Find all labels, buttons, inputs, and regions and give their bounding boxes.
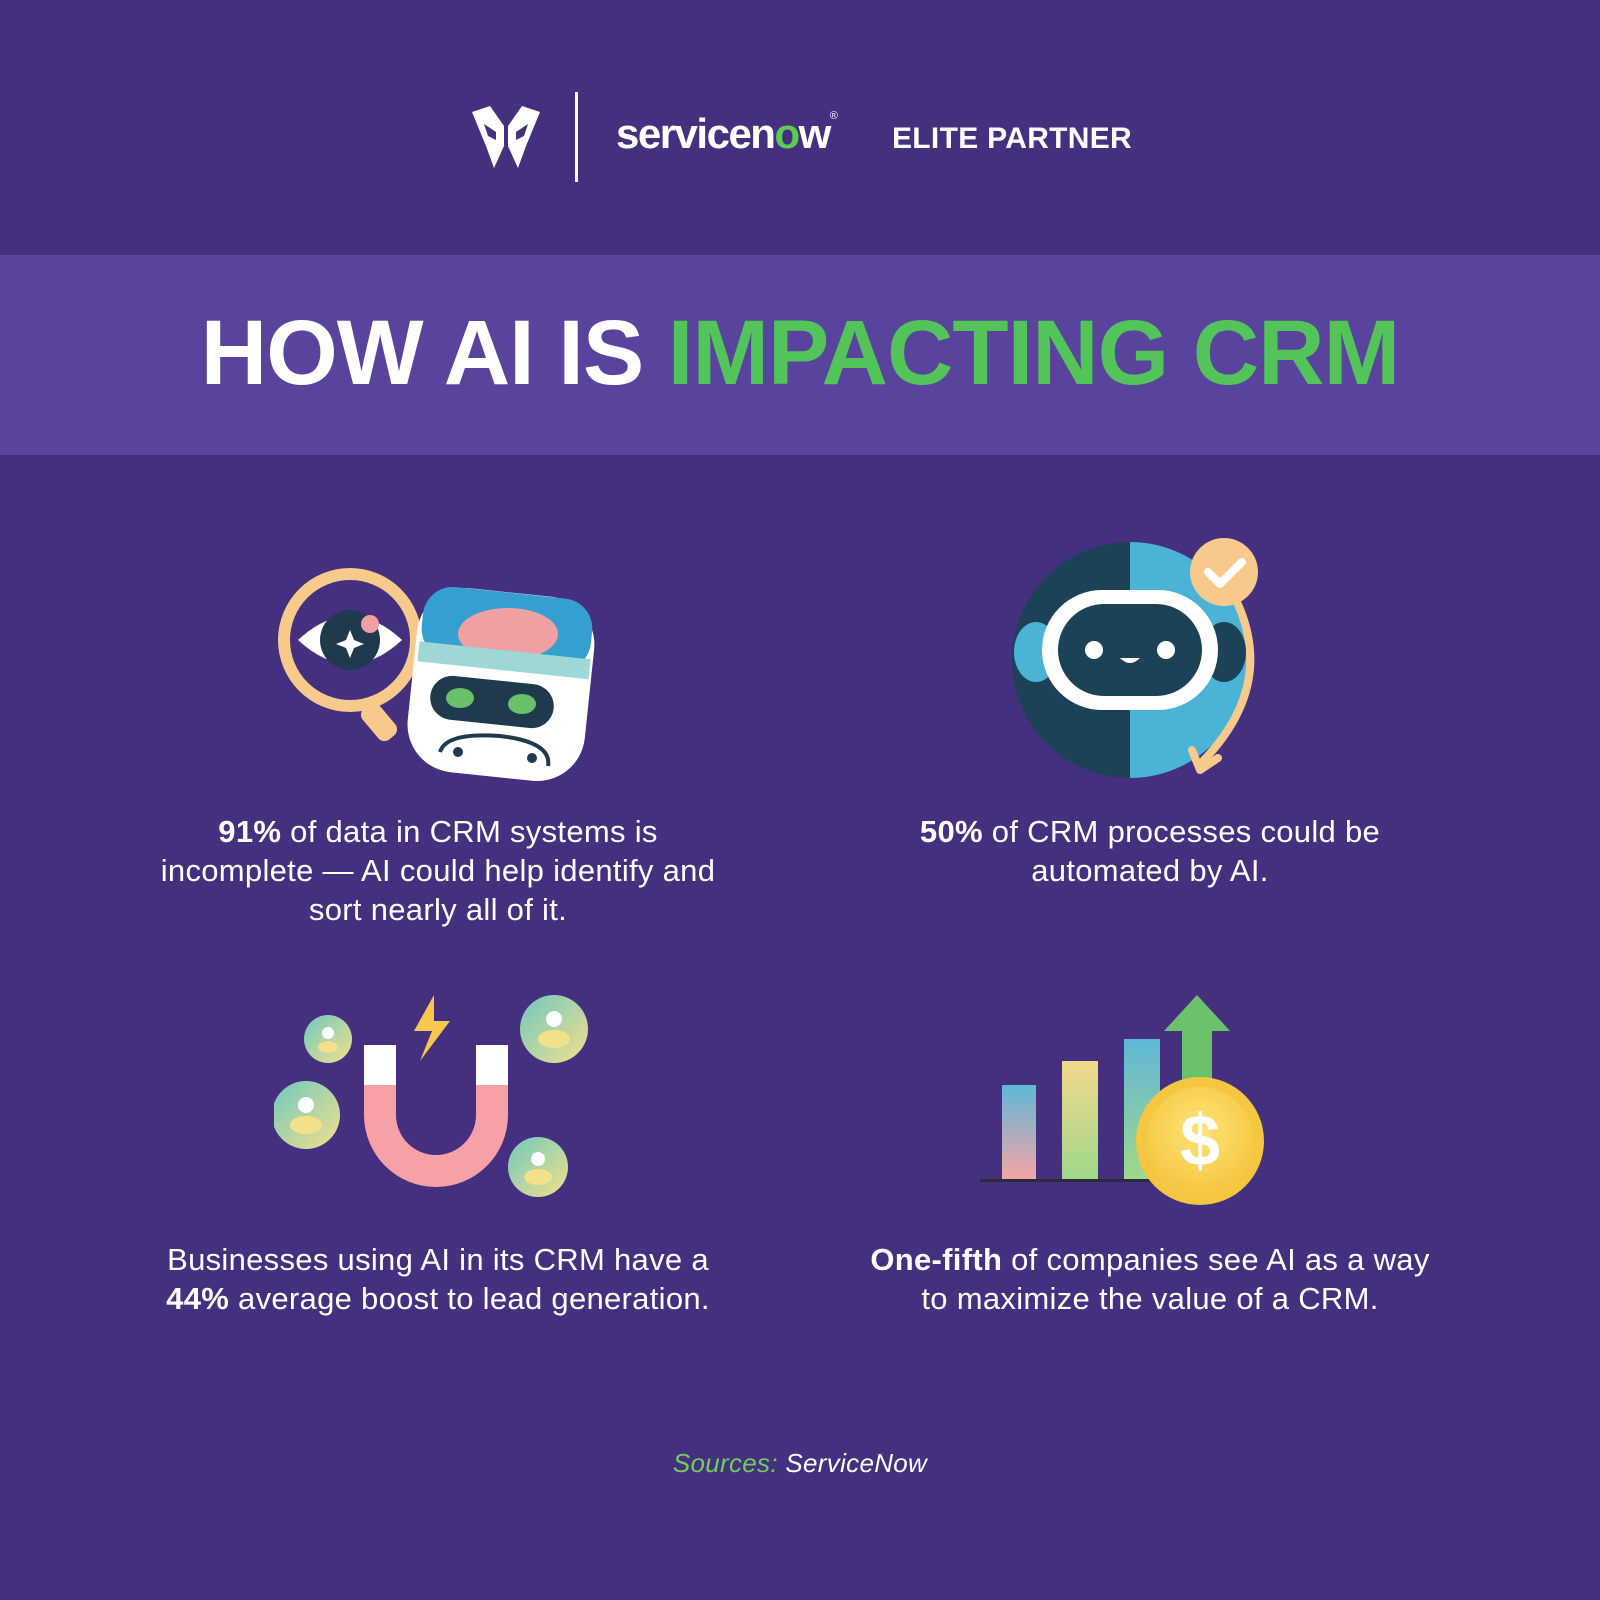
- stat-card-crm-value: $ One-fifth of companies see AI as a way…: [870, 995, 1430, 1318]
- stat-card-data-incomplete: 91% of data in CRM systems is incomplete…: [158, 532, 718, 929]
- partner-logo-icon: [472, 106, 540, 168]
- sources-value: ServiceNow: [785, 1448, 928, 1478]
- stat-body: of CRM processes could be automated by A…: [982, 814, 1381, 888]
- title-band: HOW AI IS IMPACTING CRM: [0, 255, 1600, 455]
- stat-highlight: One-fifth: [870, 1242, 1003, 1277]
- stat-description: 91% of data in CRM systems is incomplete…: [158, 812, 718, 929]
- servicenow-logo-o: o: [774, 110, 800, 157]
- sources-line: Sources: ServiceNow: [0, 1448, 1600, 1479]
- registered-mark: ®: [829, 110, 838, 122]
- servicenow-logo-suffix: w: [798, 110, 832, 157]
- stat-body-before: Businesses using AI in its CRM have a: [167, 1242, 709, 1277]
- stat-body-after: average boost to lead generation.: [229, 1281, 710, 1316]
- magnifier-eye-robot-icon: [158, 532, 718, 812]
- servicenow-logo-prefix: servicen: [616, 110, 776, 157]
- brand-header: servicenow® ELITE PARTNER: [0, 92, 1600, 182]
- sources-label: Sources:: [672, 1448, 778, 1478]
- growth-chart-coin-icon: $: [870, 995, 1430, 1240]
- logo-divider: [575, 92, 578, 182]
- stat-card-automation: 50% of CRM processes could be automated …: [870, 532, 1430, 890]
- stat-highlight: 44%: [166, 1281, 230, 1316]
- stat-description: One-fifth of companies see AI as a way t…: [870, 1240, 1430, 1318]
- stat-description: Businesses using AI in its CRM have a 44…: [158, 1240, 718, 1318]
- robot-automation-icon: [870, 532, 1430, 812]
- stat-body: of data in CRM systems is incomplete — A…: [160, 814, 716, 927]
- page-title: HOW AI IS IMPACTING CRM: [0, 307, 1600, 399]
- stat-description: 50% of CRM processes could be automated …: [870, 812, 1430, 890]
- servicenow-logo: servicenow®: [616, 110, 838, 158]
- stat-highlight: 50%: [919, 814, 983, 849]
- stat-card-lead-generation: Businesses using AI in its CRM have a 44…: [158, 995, 718, 1318]
- elite-partner-label: ELITE PARTNER: [892, 122, 1133, 155]
- svg-text:$: $: [1180, 1101, 1220, 1181]
- stat-highlight: 91%: [218, 814, 282, 849]
- stat-body: of companies see AI as a way to maximize…: [921, 1242, 1430, 1316]
- magnet-leads-icon: [158, 995, 718, 1240]
- title-green-part: IMPACTING CRM: [667, 302, 1400, 404]
- title-white-part: HOW AI IS: [200, 302, 668, 404]
